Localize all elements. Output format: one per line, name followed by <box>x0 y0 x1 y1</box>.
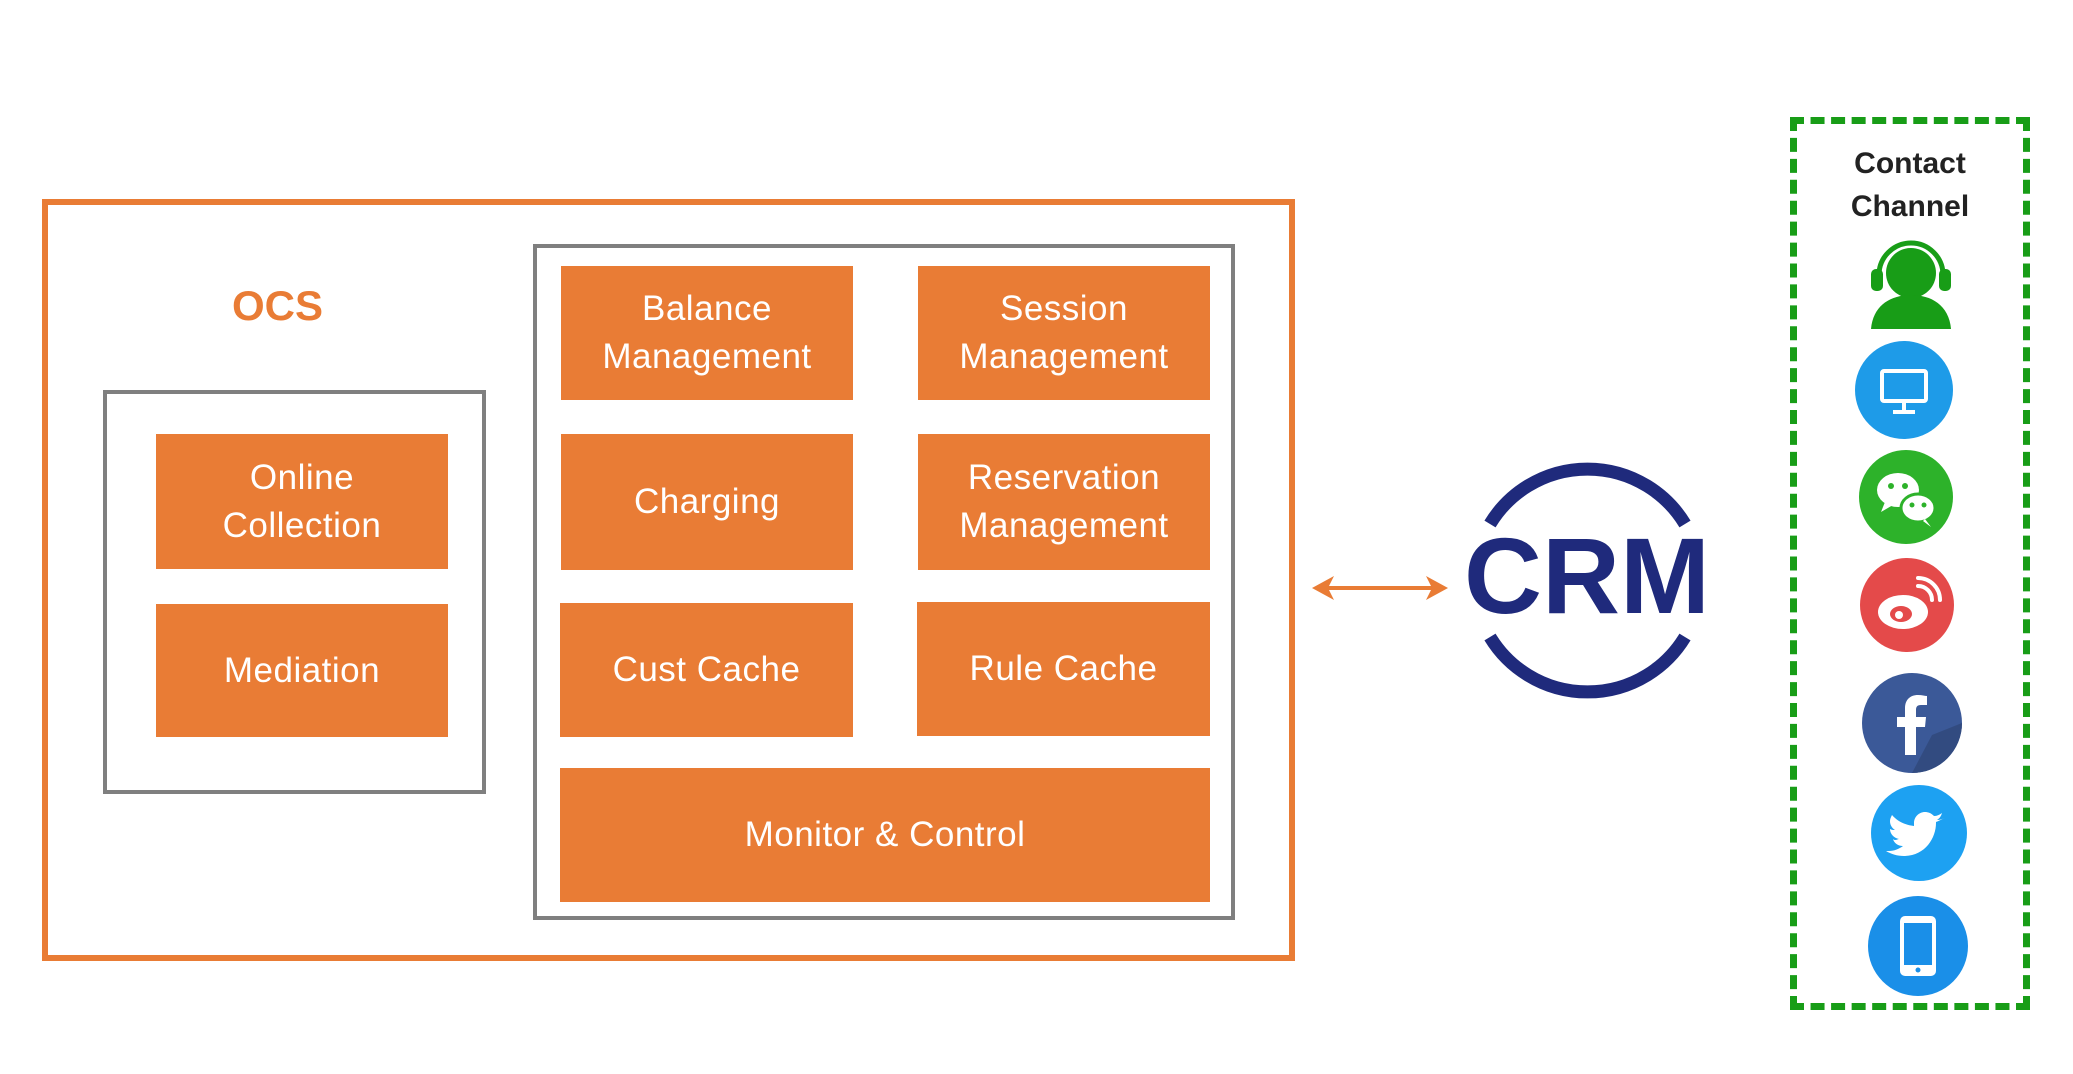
module-balance-management[interactable]: Balance Management <box>561 266 853 400</box>
bidirectional-arrow-icon <box>1312 576 1448 600</box>
module-charging[interactable]: Charging <box>561 434 853 570</box>
twitter-icon[interactable] <box>1871 785 1967 881</box>
module-reservation-management[interactable]: Reservation Management <box>918 434 1210 570</box>
ocs-title: OCS <box>232 282 324 329</box>
module-online-collection[interactable]: Online Collection <box>156 434 448 569</box>
ocs-left-group <box>103 390 486 794</box>
facebook-icon[interactable] <box>1862 673 1962 773</box>
module-session-management[interactable]: Session Management <box>918 266 1210 400</box>
mobile-phone-icon[interactable] <box>1868 896 1968 996</box>
agent-headset-icon[interactable] <box>1865 231 1957 329</box>
contact-channel-frame <box>1790 117 2030 1010</box>
contact-channel-title: Contact Channel <box>1850 147 1970 223</box>
wechat-icon[interactable] <box>1859 450 1953 544</box>
module-cust-cache[interactable]: Cust Cache <box>560 603 853 737</box>
weibo-icon[interactable] <box>1860 558 1954 652</box>
ocs-frame <box>42 199 1295 961</box>
module-monitor-control[interactable]: Monitor & Control <box>560 768 1210 902</box>
crm-logo: CRM <box>1455 448 1720 713</box>
module-rule-cache[interactable]: Rule Cache <box>917 602 1210 736</box>
ocs-right-group <box>533 244 1235 920</box>
crm-label: CRM <box>1464 515 1710 636</box>
computer-monitor-icon[interactable] <box>1855 341 1953 439</box>
module-mediation[interactable]: Mediation <box>156 604 448 737</box>
